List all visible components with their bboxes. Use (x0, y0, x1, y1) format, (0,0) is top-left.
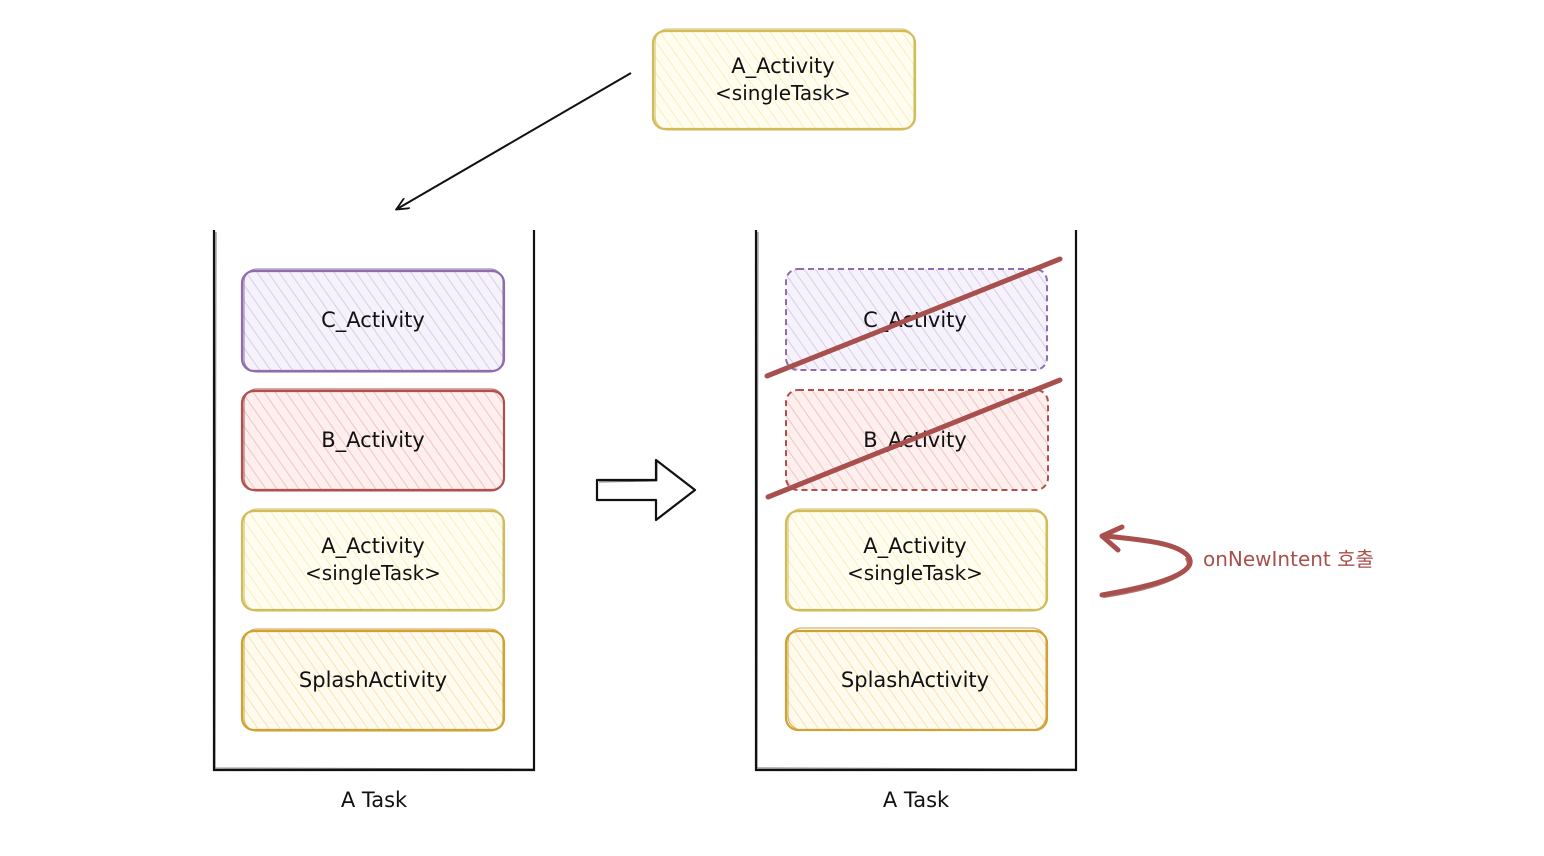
before-task-label: A Task (341, 788, 408, 812)
activity-name: SplashActivity (841, 668, 989, 692)
activity-name: C_Activity (321, 308, 425, 333)
activity-name: SplashActivity (299, 668, 447, 692)
right-arrow-icon (595, 458, 697, 522)
after-stack-item-b: B_Activity (765, 377, 1063, 500)
after-stack-item-c: C_Activity (764, 256, 1063, 379)
launch-arrow (397, 72, 632, 209)
strike-line (764, 256, 1063, 379)
incoming-activity-box: A_Activity <singleTask> (651, 28, 917, 131)
incoming-activity-mode: <singleTask> (715, 81, 851, 105)
activity-name: A_Activity (863, 534, 966, 559)
before-stack-item-b: B_Activity (240, 388, 506, 492)
before-task-container: A Task (212, 230, 536, 812)
after-task-label: A Task (883, 788, 950, 812)
activity-mode: <singleTask> (847, 561, 983, 585)
activity-name: B_Activity (321, 428, 424, 453)
after-stack-item-splash: SplashActivity (784, 627, 1049, 732)
strike-line (765, 377, 1063, 500)
after-stack-item-a: A_Activity <singleTask> (784, 508, 1049, 612)
before-stack-item-a: A_Activity <singleTask> (240, 508, 506, 612)
callback-note: onNewIntent 호출 (1203, 547, 1374, 571)
before-stack-item-c: C_Activity (240, 268, 506, 373)
before-stack-item-splash: SplashActivity (240, 628, 506, 732)
activity-name: A_Activity (321, 534, 424, 559)
after-task-container: A Task (754, 230, 1078, 812)
incoming-activity-name: A_Activity (731, 54, 834, 79)
activity-mode: <singleTask> (305, 561, 441, 585)
curved-arrow-icon (1099, 524, 1193, 598)
